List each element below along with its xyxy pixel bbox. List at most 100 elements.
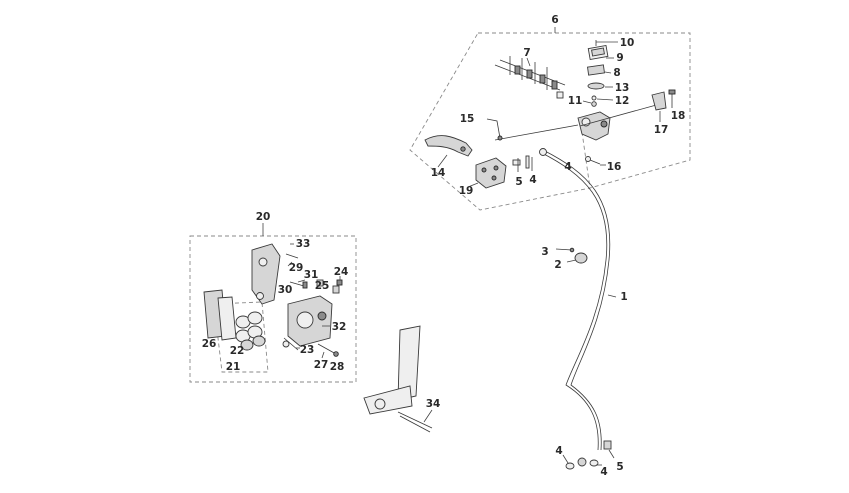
callout-10: 10 [620,37,635,49]
bleeder-24 [336,279,343,286]
leader-7 [526,57,531,67]
clamp-bolt-head [569,247,575,253]
callout-4-a: 4 [564,161,571,173]
callout-8: 8 [613,67,620,79]
bolt-28 [333,351,339,357]
leader-8 [604,71,612,74]
diaphragm-set [494,56,566,99]
callout-21: 21 [226,361,241,373]
callout-3: 3 [541,246,548,258]
leader-19 [467,182,479,188]
callout-25: 25 [315,280,330,292]
pin-23 [283,337,299,351]
bleeder-cap-25 [332,285,340,294]
callout-12: 12 [615,95,630,107]
axle-34 [397,411,433,429]
brake-hose [539,151,608,451]
caliper-bracket [251,243,281,305]
leader-34 [423,409,433,423]
callout-18: 18 [671,110,686,122]
leader-11 [582,100,592,104]
leader-5-br [608,449,615,459]
callout-30: 30 [278,284,293,296]
callout-19: 19 [459,185,474,197]
banjo-fitting-bottom [577,457,587,467]
brake-lever [424,135,473,157]
axle-hole [374,398,386,410]
pivot-pin [486,118,501,139]
pivot-pin-end [497,135,503,141]
banjo-fitting-top [539,148,547,156]
callout-2: 2 [554,259,561,271]
callout-23: 23 [300,344,315,356]
callout-7: 7 [523,47,530,59]
callout-20: 20 [256,211,271,223]
callout-16: 16 [607,161,622,173]
callout-4-b: 4 [529,174,536,186]
bracket-bolt-head [668,89,676,95]
banjo-bolt-bottom [603,440,612,450]
leader-1 [607,294,617,298]
leader-14 [437,154,448,168]
pushrod-extension [579,103,661,127]
bolt-27 [317,343,337,355]
fork-foot [363,385,413,415]
callout-11: 11 [568,95,583,107]
group-6-inner-line [579,117,591,189]
callout-31: 31 [304,269,319,281]
callout-29: 29 [289,262,304,274]
pin-29 [285,253,299,259]
callout-26: 26 [202,338,217,350]
washer-bottom-right [589,459,599,467]
banjo-bolt-top [512,159,521,166]
callout-1: 1 [620,291,627,303]
callout-24: 24 [334,266,349,278]
leader-30 [297,279,306,283]
mounting-bracket [651,91,667,111]
callout-32: 32 [332,321,347,333]
leader-12 [596,98,614,101]
group-6-border [409,32,691,211]
pushrod [494,124,579,141]
bolt-30-head [302,281,308,289]
callout-27: 27 [314,359,329,371]
washer-bottom-left [565,462,575,470]
callout-5-a: 5 [515,176,522,188]
cap-diaphragm [587,64,605,76]
leader-2 [566,259,577,263]
group-20-border [189,235,357,383]
callout-5-b: 5 [616,461,623,473]
callout-14: 14 [431,167,446,179]
hose-clamp [574,252,588,264]
brake-switch [589,159,601,165]
small-screw [591,95,597,101]
callout-13: 13 [615,82,630,94]
callout-17: 17 [654,124,669,136]
bolt-30 [289,281,305,287]
callout-28: 28 [330,361,345,373]
piston-2 [252,335,266,347]
leader-27 [321,351,325,359]
fork-leg [397,325,421,401]
bleeder-31 [316,279,324,287]
washer-top [525,155,530,169]
brake-hose-outline [542,149,611,451]
callout-4-c: 4 [555,445,562,457]
leader-29 [287,261,293,267]
callout-15: 15 [460,113,475,125]
callout-9: 9 [616,52,623,64]
callout-33: 33 [296,238,311,250]
pin-clip-23 [282,340,290,348]
brake-switch-tip [585,156,591,162]
callout-34: 34 [426,398,441,410]
piston-seal-2 [247,311,263,325]
leader-4-bl [562,454,569,464]
reservoir-plate [587,82,605,90]
oring [591,101,597,107]
callout-4-d: 4 [600,466,607,478]
piston-1 [240,339,254,351]
reservoir-cap-insert [591,47,605,57]
clamp-bolt [555,248,573,251]
axle-34-outline [399,415,431,433]
